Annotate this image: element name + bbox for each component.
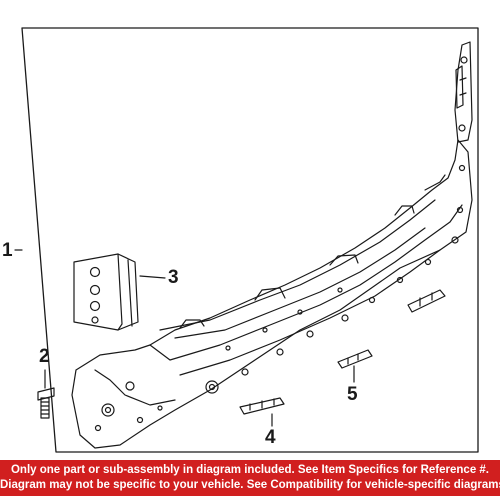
rear-body-panel (71, 139, 473, 449)
reinforcement-plate (73, 253, 166, 331)
parts-diagram: 1 2 3 4 5 (2, 27, 479, 453)
disclaimer-line-2: Diagram may not be specific to your vehi… (0, 479, 500, 491)
callout-4: 4 (265, 427, 276, 448)
callout-2: 2 (39, 346, 50, 367)
diagram-drawing (14, 27, 479, 453)
small-bracket-5 (337, 349, 373, 383)
disclaimer-line-1: Only one part or sub-assembly in diagram… (10, 464, 490, 476)
diagram-frame (21, 27, 479, 453)
disclaimer-banner: Only one part or sub-assembly in diagram… (0, 460, 500, 496)
small-bracket-upper (407, 289, 446, 313)
callout-3: 3 (168, 267, 179, 288)
bolt (37, 369, 55, 419)
upper-bracket (454, 41, 473, 143)
callout-1: 1 (2, 240, 13, 261)
callout-5: 5 (347, 384, 358, 405)
small-bracket-4 (239, 397, 285, 427)
